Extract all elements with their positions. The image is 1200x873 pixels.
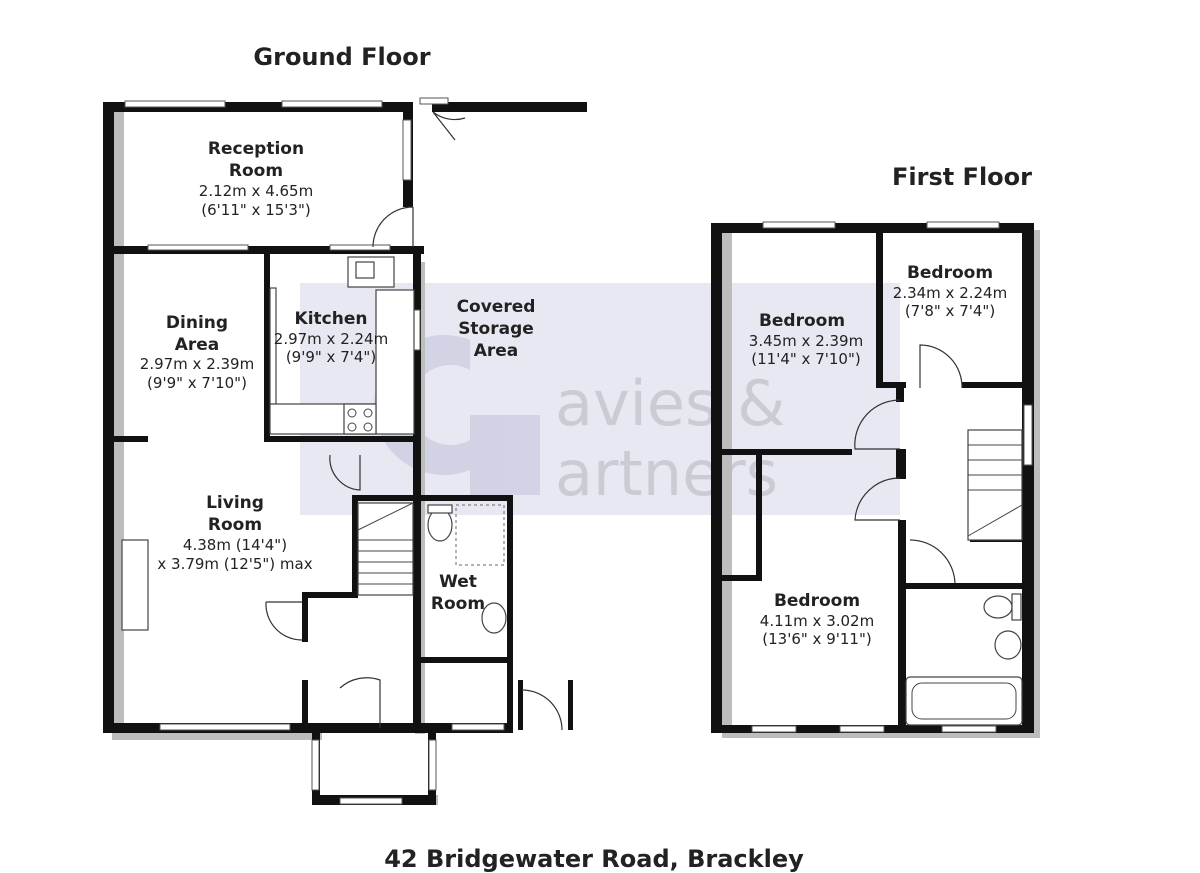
- ground-floor-fixtures: [121, 256, 507, 634]
- first-stairs: [967, 429, 1023, 541]
- kitchen-imperial: (9'9" x 7'4"): [286, 348, 376, 366]
- living-room-imperial: x 3.79m (12'5") max: [157, 555, 312, 573]
- bedroom-3-name: Bedroom: [774, 591, 860, 611]
- dining-area-metric: 2.97m x 2.39m: [140, 355, 254, 373]
- bedroom-3-metric: 4.11m x 3.02m: [760, 612, 874, 630]
- living-room-name-line1: Living: [206, 493, 264, 513]
- first-floor-walls: [711, 223, 1034, 733]
- wet-room-fixtures: [427, 504, 507, 634]
- reception-room-name-line1: Reception: [208, 139, 304, 159]
- ground-floor-title: Ground Floor: [253, 43, 430, 71]
- fireplace-icon: [121, 539, 149, 631]
- dining-area-name-line2: Area: [175, 335, 220, 355]
- watermark-line1: avies &: [555, 367, 785, 440]
- bedroom-1-metric: 3.45m x 2.39m: [749, 332, 863, 350]
- living-room-name-line2: Room: [208, 515, 262, 535]
- first-floor-shadow: [722, 230, 1040, 738]
- ground-floor-labels: Ground Floor Reception Room 2.12m x 4.65…: [140, 43, 536, 614]
- reception-room-metric: 2.12m x 4.65m: [199, 182, 313, 200]
- first-floor-title: First Floor: [892, 163, 1032, 191]
- living-room-metric: 4.38m (14'4"): [183, 536, 287, 554]
- shower-area: [455, 504, 505, 566]
- bedroom-2-imperial: (7'8" x 7'4"): [905, 302, 995, 320]
- watermark-line2: artners: [555, 437, 778, 510]
- first-floor-doors: [854, 344, 963, 584]
- first-floor-fixtures: [905, 429, 1023, 726]
- hob-icon: [343, 403, 377, 435]
- ground-stairs: [357, 502, 414, 596]
- watermark: avies & artners: [300, 283, 900, 515]
- bedroom-3-imperial: (13'6" x 9'11"): [762, 630, 871, 648]
- bedroom-2-name: Bedroom: [907, 263, 993, 283]
- ground-floor-windows: [124, 97, 505, 805]
- first-floor-labels: First Floor Bedroom 3.45m x 2.39m (11'4"…: [749, 163, 1032, 648]
- dining-area-imperial: (9'9" x 7'10"): [147, 374, 247, 392]
- first-floor-windows: [751, 221, 1033, 733]
- toilet-icon: [983, 595, 1013, 619]
- reception-room-name-line2: Room: [229, 161, 283, 181]
- wet-room-name-line2: Room: [431, 594, 485, 614]
- wet-room-name-line1: Wet: [439, 572, 477, 592]
- toilet-icon: [427, 508, 453, 542]
- covered-storage-name-line3: Area: [474, 341, 519, 361]
- bedroom-1-name: Bedroom: [759, 311, 845, 331]
- kitchen-metric: 2.97m x 2.24m: [274, 330, 388, 348]
- basin-icon: [481, 602, 507, 634]
- covered-storage-name-line1: Covered: [457, 297, 536, 317]
- bath-icon: [905, 676, 1023, 726]
- first-floor: First Floor Bedroom 3.45m x 2.39m (11'4"…: [711, 163, 1040, 738]
- ground-floor-doors: [265, 111, 563, 731]
- basin-icon: [994, 630, 1022, 660]
- property-address: 42 Bridgewater Road, Brackley: [384, 845, 804, 873]
- ground-floor: Ground Floor Reception Room 2.12m x 4.65…: [103, 43, 587, 805]
- bedroom-1-imperial: (11'4" x 7'10"): [751, 350, 860, 368]
- bedroom-2-metric: 2.34m x 2.24m: [893, 284, 1007, 302]
- reception-room-imperial: (6'11" x 15'3"): [201, 201, 310, 219]
- dining-area-name-line1: Dining: [166, 313, 228, 333]
- covered-storage-name-line2: Storage: [458, 319, 534, 339]
- kitchen-name: Kitchen: [295, 309, 368, 329]
